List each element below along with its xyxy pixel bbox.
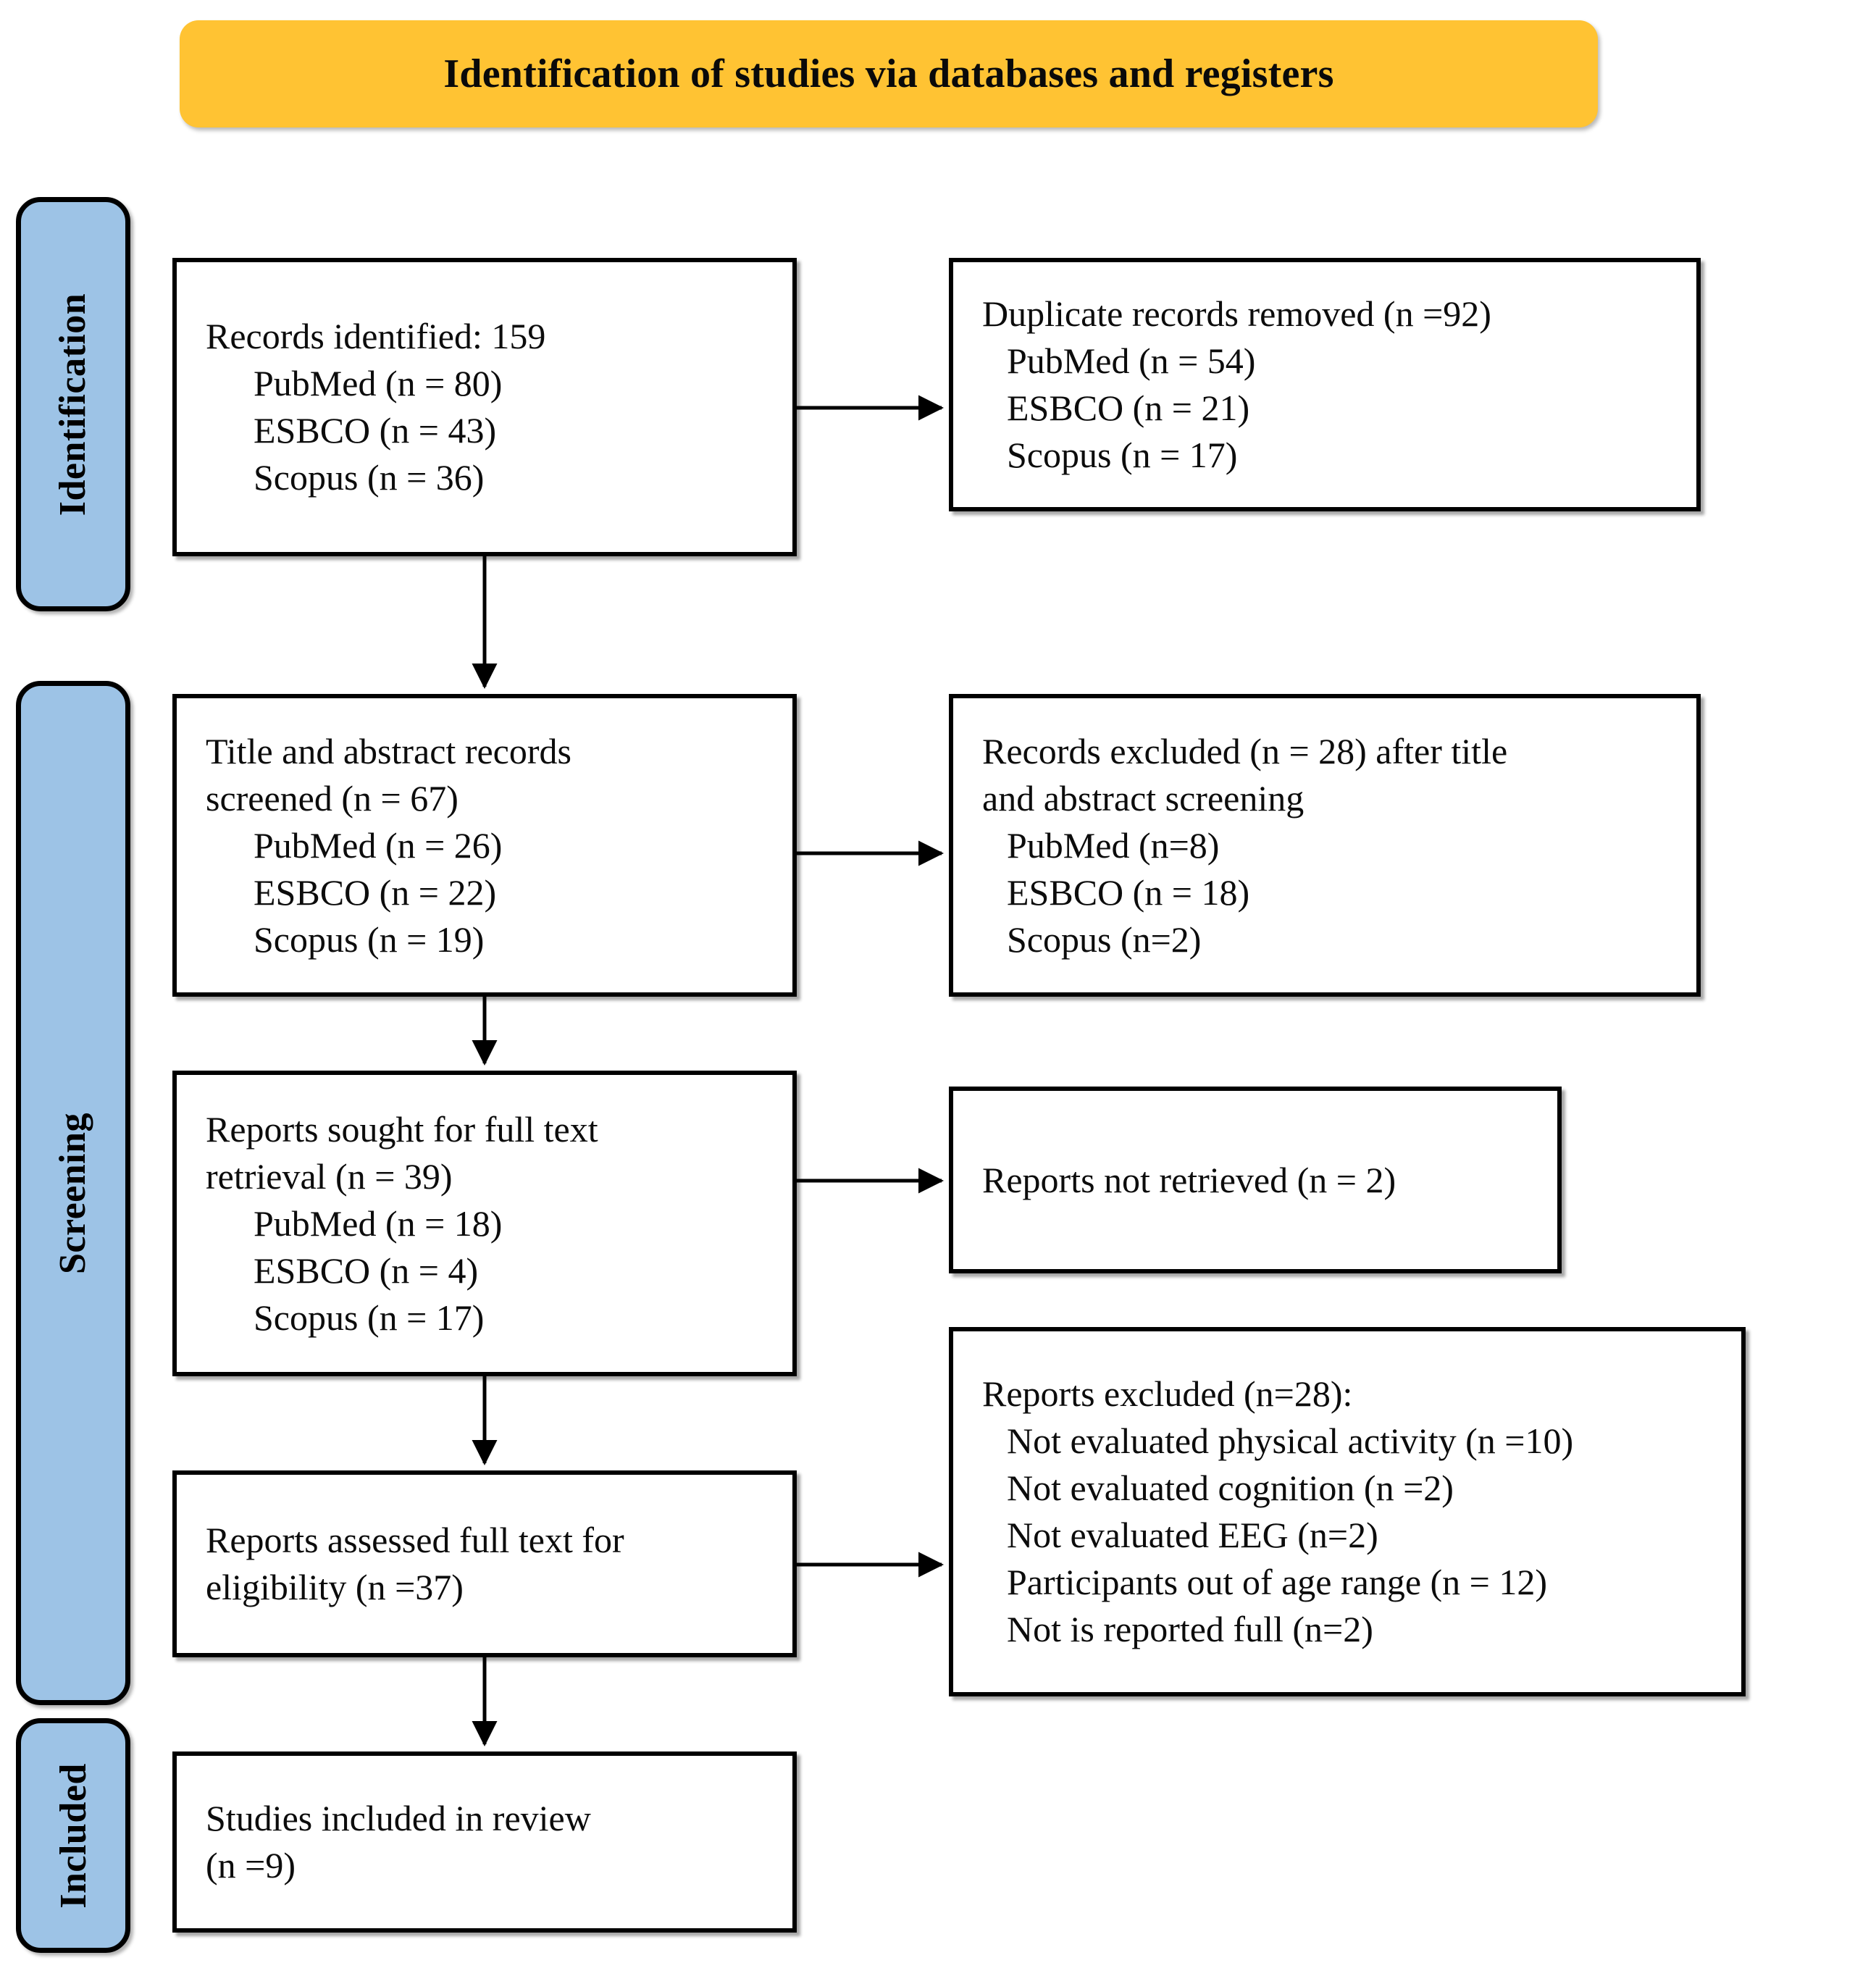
box-studies-included: Studies included in review (n =9) bbox=[172, 1751, 797, 1933]
box-line: PubMed (n = 26) bbox=[254, 824, 503, 866]
box-line: PubMed (n = 54) bbox=[1007, 340, 1256, 381]
box-records-identified: Records identified: 159 PubMed (n = 80) … bbox=[172, 258, 797, 556]
page-title: Identification of studies via databases … bbox=[443, 51, 1334, 96]
box-line: Reports assessed full text for bbox=[206, 1520, 624, 1560]
box-line: Not evaluated EEG (n=2) bbox=[1007, 1515, 1378, 1555]
box-line: Studies included in review bbox=[206, 1798, 591, 1838]
box-line: Duplicate records removed (n =92) bbox=[982, 293, 1491, 334]
box-line: Reports sought for full text bbox=[206, 1108, 598, 1150]
box-records-excluded: Records excluded (n = 28) after title an… bbox=[949, 694, 1701, 997]
box-line: ESBCO (n = 22) bbox=[254, 871, 497, 913]
stage-label-screening: Screening bbox=[52, 1112, 94, 1274]
box-reports-sought: Reports sought for full text retrieval (… bbox=[172, 1071, 797, 1376]
box-line: ESBCO (n = 4) bbox=[254, 1250, 479, 1291]
box-line: PubMed (n = 80) bbox=[254, 363, 503, 403]
box-line: Scopus (n = 36) bbox=[254, 457, 485, 498]
box-line: (n =9) bbox=[206, 1845, 296, 1885]
box-line: Scopus (n = 17) bbox=[254, 1297, 485, 1338]
box-line: retrieval (n = 39) bbox=[206, 1155, 453, 1197]
stage-bar-screening: Screening bbox=[16, 681, 130, 1705]
stage-label-identification: Identification bbox=[52, 293, 94, 516]
box-line: screened (n = 67) bbox=[206, 777, 458, 819]
box-line: Not evaluated physical activity (n =10) bbox=[1007, 1420, 1574, 1461]
box-line: ESBCO (n = 21) bbox=[1007, 388, 1250, 428]
box-line: Not evaluated cognition (n =2) bbox=[1007, 1468, 1454, 1508]
box-line: Not is reported full (n=2) bbox=[1007, 1609, 1373, 1649]
box-line: and abstract screening bbox=[982, 777, 1305, 819]
stage-bar-included: Included bbox=[16, 1718, 130, 1953]
box-duplicate-records-removed: Duplicate records removed (n =92) PubMed… bbox=[949, 258, 1701, 511]
box-title-abstract-screened: Title and abstract records screened (n =… bbox=[172, 694, 797, 997]
box-line: Records identified: 159 bbox=[206, 316, 546, 356]
box-line: Participants out of age range (n = 12) bbox=[1007, 1562, 1548, 1602]
box-line: Scopus (n=2) bbox=[1007, 918, 1202, 960]
stage-bar-identification: Identification bbox=[16, 197, 130, 611]
box-line: ESBCO (n = 18) bbox=[1007, 871, 1250, 913]
box-reports-excluded: Reports excluded (n=28): Not evaluated p… bbox=[949, 1327, 1746, 1696]
box-reports-assessed: Reports assessed full text for eligibili… bbox=[172, 1470, 797, 1657]
box-line: Scopus (n = 19) bbox=[254, 918, 485, 960]
box-line: ESBCO (n = 43) bbox=[254, 410, 497, 451]
box-line: Reports not retrieved (n = 2) bbox=[982, 1159, 1396, 1200]
box-line: PubMed (n = 18) bbox=[254, 1202, 503, 1244]
box-line: Records excluded (n = 28) after title bbox=[982, 730, 1508, 771]
stage-label-included: Included bbox=[52, 1762, 94, 1909]
box-line: PubMed (n=8) bbox=[1007, 824, 1220, 866]
box-line: Scopus (n = 17) bbox=[1007, 435, 1238, 475]
header-banner: Identification of studies via databases … bbox=[180, 20, 1598, 127]
box-line: eligibility (n =37) bbox=[206, 1567, 464, 1607]
box-line: Title and abstract records bbox=[206, 730, 571, 771]
box-line: Reports excluded (n=28): bbox=[982, 1373, 1353, 1414]
box-reports-not-retrieved: Reports not retrieved (n = 2) bbox=[949, 1087, 1562, 1273]
